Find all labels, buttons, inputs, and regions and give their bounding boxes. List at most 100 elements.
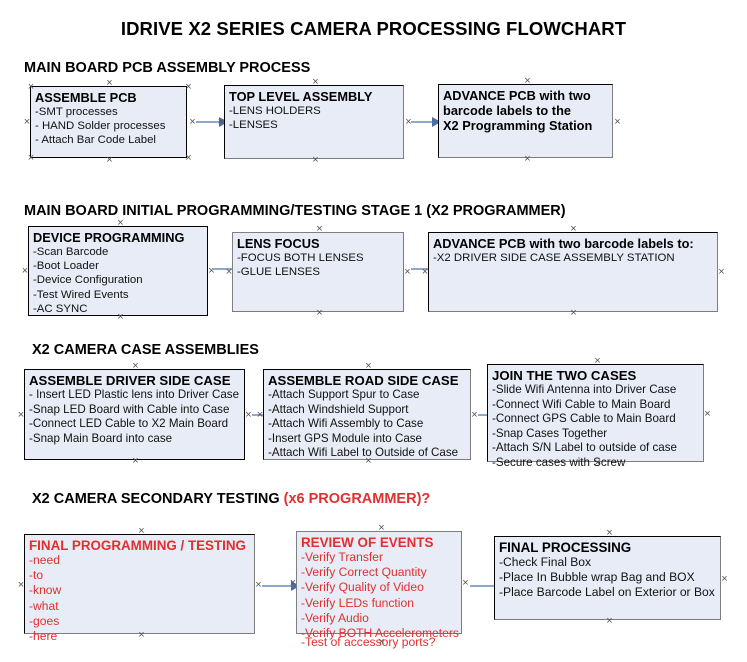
box-advance-pcb-to-programming-station[interactable]: ADVANCE PCB with two barcode labels to t… <box>438 84 613 158</box>
box-device-programming[interactable]: DEVICE PROGRAMMING -Scan Barcode -Boot L… <box>28 226 208 316</box>
box-advance-pcb-2-body: ADVANCE PCB with two barcode labels to: … <box>429 233 717 265</box>
box-join-the-two-cases[interactable]: JOIN THE TWO CASES -Slide Wifi Antenna i… <box>487 364 704 469</box>
box-line: -Snap Cases Together <box>492 426 608 440</box>
box-line: -Connect LED Cable to X2 Main Board <box>29 417 229 431</box>
box-line: -Verify BOTH Accelerometers <box>301 626 459 641</box>
resize-handle[interactable] <box>131 362 140 371</box>
resize-handle[interactable] <box>184 154 193 163</box>
section-heading-4-accent: (x6 PROGRAMMER)? <box>283 491 431 507</box>
resize-handle[interactable] <box>605 617 614 626</box>
box-title: ADVANCE PCB with two <box>443 88 591 103</box>
box-line: -Connect Wifi Cable to Main Board <box>492 397 671 411</box>
resize-handle[interactable] <box>105 79 114 88</box>
resize-handle[interactable] <box>569 225 578 234</box>
resize-handle[interactable] <box>613 118 622 127</box>
box-line: -goes <box>29 613 60 628</box>
resize-handle[interactable] <box>21 267 30 276</box>
resize-handle[interactable] <box>137 631 146 640</box>
resize-handle[interactable] <box>377 524 386 533</box>
box-line: -Verify Audio <box>301 610 369 625</box>
box-title: ASSEMBLE DRIVER SIDE CASE <box>29 373 231 388</box>
resize-handle[interactable] <box>315 309 324 318</box>
box-line: -Attach Wifi Assembly to Case <box>268 417 424 431</box>
section-heading-4-text: X2 CAMERA SECONDARY TESTING <box>32 491 284 507</box>
resize-handle[interactable] <box>184 83 193 92</box>
box-assemble-pcb[interactable]: ASSEMBLE PCB -SMT processes - HAND Solde… <box>30 86 187 158</box>
resize-handle[interactable] <box>27 154 36 163</box>
resize-handle[interactable] <box>461 579 470 588</box>
section-heading-3-text: X2 CAMERA CASE ASSEMBLIES <box>32 342 259 358</box>
box-top-level-assembly[interactable]: TOP LEVEL ASSEMBLY -LENS HOLDERS -LENSES <box>224 85 404 159</box>
box-top-level-assembly-body: TOP LEVEL ASSEMBLY -LENS HOLDERS -LENSES <box>225 86 403 132</box>
resize-handle[interactable] <box>377 638 386 647</box>
box-review-of-events-body: REVIEW OF EVENTS -Verify Transfer -Verif… <box>297 532 461 641</box>
resize-handle[interactable] <box>105 156 114 165</box>
resize-handle[interactable] <box>569 309 578 318</box>
box-review-of-events[interactable]: REVIEW OF EVENTS -Verify Transfer -Verif… <box>296 531 462 649</box>
resize-handle[interactable] <box>137 527 146 536</box>
box-line: -Place Barcode Label on Exterior or Box <box>499 585 715 600</box>
box-line: -what <box>29 598 59 613</box>
resize-handle[interactable] <box>703 410 712 419</box>
box-assemble-driver-side-case-body: ASSEMBLE DRIVER SIDE CASE - Insert LED P… <box>25 370 244 446</box>
resize-handle[interactable] <box>225 268 234 277</box>
box-advance-pcb-to-driver-side-case[interactable]: ADVANCE PCB with two barcode labels to: … <box>428 232 718 312</box>
resize-handle[interactable] <box>593 357 602 366</box>
resize-handle[interactable] <box>311 78 320 87</box>
box-line: -GLUE LENSES <box>237 266 320 279</box>
box-join-the-two-cases-body: JOIN THE TWO CASES -Slide Wifi Antenna i… <box>488 365 703 471</box>
box-line: -Scan Barcode <box>33 246 109 258</box>
box-title: ASSEMBLE PCB <box>35 90 137 105</box>
section-heading-3: X2 CAMERA CASE ASSEMBLIES <box>32 342 259 358</box>
box-line: -Attach S/N Label to outside of case <box>492 441 677 455</box>
resize-handle[interactable] <box>116 313 125 322</box>
box-lens-focus-body: LENS FOCUS -FOCUS BOTH LENSES -GLUE LENS… <box>233 233 403 279</box>
resize-handle[interactable] <box>289 579 298 588</box>
box-assemble-road-side-case-body: ASSEMBLE ROAD SIDE CASE -Attach Support … <box>264 370 470 461</box>
resize-handle[interactable] <box>23 118 32 127</box>
section-heading-1: MAIN BOARD PCB ASSEMBLY PROCESS <box>24 60 310 76</box>
resize-handle[interactable] <box>116 219 125 228</box>
box-final-processing-body: FINAL PROCESSING -Check Final Box -Place… <box>495 537 720 601</box>
box-line: -Check Final Box <box>499 555 592 569</box>
resize-handle[interactable] <box>217 118 226 127</box>
page-title: IDRIVE X2 SERIES CAMERA PROCESSING FLOWC… <box>120 18 627 39</box>
box-line: -Attach Support Spur to Case <box>268 388 420 401</box>
resize-handle[interactable] <box>593 459 602 468</box>
box-device-programming-body: DEVICE PROGRAMMING -Scan Barcode -Boot L… <box>29 227 207 316</box>
resize-handle[interactable] <box>720 575 729 584</box>
box-line: -Place In Bubble wrap Bag and BOX <box>499 570 695 585</box>
box-line: -need <box>29 553 60 567</box>
box-final-processing[interactable]: FINAL PROCESSING -Check Final Box -Place… <box>494 536 721 620</box>
resize-handle[interactable] <box>364 457 373 466</box>
box-line-overflow: -Test of accessory ports? <box>301 635 436 649</box>
box-assemble-road-side-case[interactable]: ASSEMBLE ROAD SIDE CASE -Attach Support … <box>263 369 471 460</box>
resize-handle[interactable] <box>605 529 614 538</box>
connector-arrow-1b <box>411 117 441 127</box>
box-title: FINAL PROGRAMMING / TESTING <box>29 538 246 553</box>
resize-handle[interactable] <box>717 268 726 277</box>
box-line: -Verify LEDs function <box>301 595 414 610</box>
box-line: X2 Programming Station <box>443 118 593 133</box>
resize-handle[interactable] <box>17 411 26 420</box>
box-title: DEVICE PROGRAMMING <box>33 230 185 245</box>
box-final-programming-testing[interactable]: FINAL PROGRAMMING / TESTING -need -to -k… <box>24 534 255 643</box>
resize-handle[interactable] <box>421 268 430 277</box>
box-line: -Snap Main Board into case <box>29 431 173 445</box>
resize-handle[interactable] <box>523 77 532 86</box>
box-line: -FOCUS BOTH LENSES <box>237 252 364 264</box>
box-line: -Snap LED Board with Cable into Case <box>29 402 230 416</box>
resize-handle[interactable] <box>315 225 324 234</box>
resize-handle[interactable] <box>311 156 320 165</box>
resize-handle[interactable] <box>364 362 373 371</box>
resize-handle[interactable] <box>523 155 532 164</box>
box-lens-focus[interactable]: LENS FOCUS -FOCUS BOTH LENSES -GLUE LENS… <box>232 232 404 312</box>
box-assemble-driver-side-case[interactable]: ASSEMBLE DRIVER SIDE CASE - Insert LED P… <box>24 369 245 460</box>
box-assemble-pcb-body: ASSEMBLE PCB -SMT processes - HAND Solde… <box>31 87 186 148</box>
resize-handle[interactable] <box>17 581 26 590</box>
box-line: - Insert LED Plastic lens into Driver Ca… <box>29 388 240 401</box>
resize-handle[interactable] <box>131 457 140 466</box>
resize-handle[interactable] <box>27 83 36 92</box>
resize-handle[interactable] <box>256 411 265 420</box>
